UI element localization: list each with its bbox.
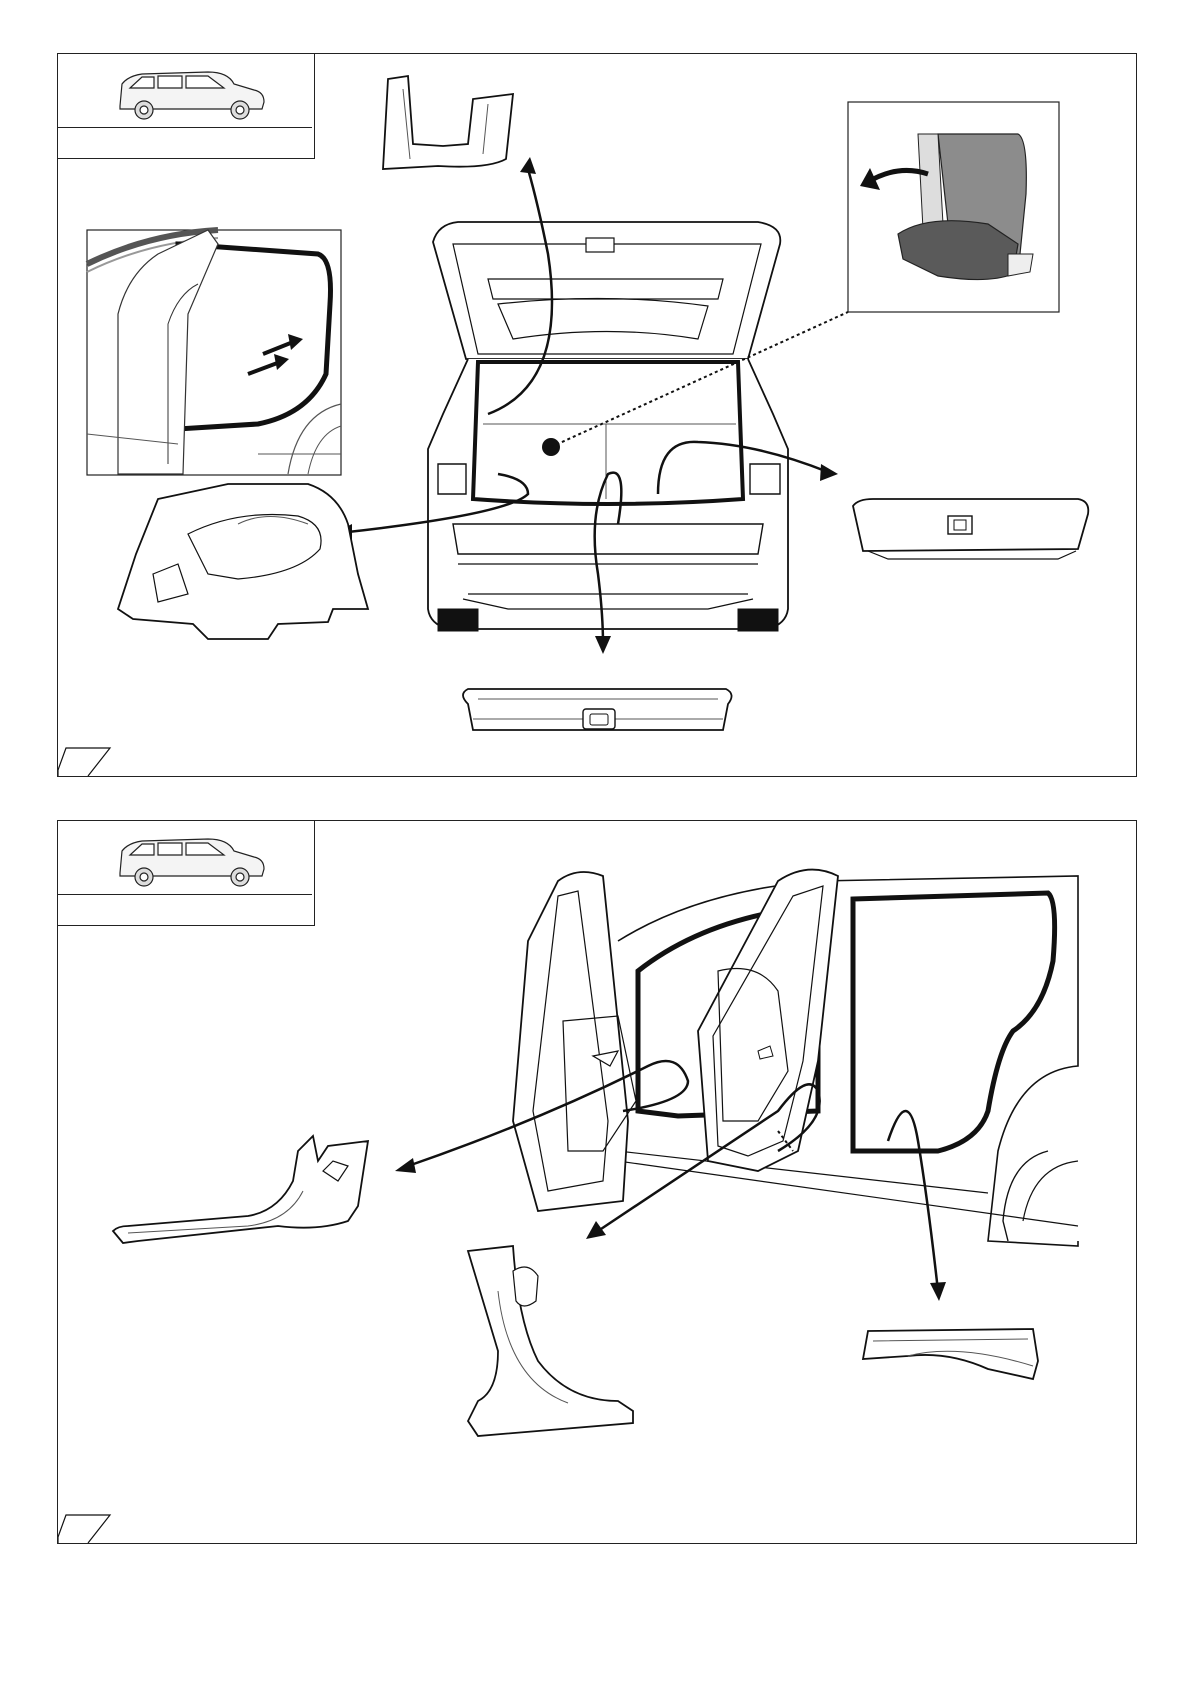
door-trim-illustration bbox=[58, 821, 1136, 1543]
rear-sill-trim-part bbox=[863, 1329, 1038, 1379]
rear-seat-fold-inset bbox=[848, 102, 1059, 312]
step-panel-2 bbox=[57, 820, 1137, 1544]
step-panel-1 bbox=[57, 53, 1137, 777]
b-pillar-trim-part bbox=[468, 1246, 633, 1436]
vehicle-side-open-doors bbox=[513, 870, 1078, 1246]
rear-scuff-plate-part bbox=[463, 689, 732, 730]
quarter-trim-panel-part bbox=[118, 484, 368, 639]
rear-vehicle-view bbox=[428, 222, 788, 631]
page-corner-marker bbox=[58, 746, 118, 776]
trunk-trim-illustration bbox=[58, 54, 1136, 776]
front-sill-trim-part bbox=[113, 1136, 368, 1243]
page-corner-marker bbox=[58, 1513, 118, 1543]
rear-sill-cover-part bbox=[853, 499, 1088, 559]
door-seal-inset bbox=[87, 230, 341, 475]
upper-trim-part bbox=[383, 76, 513, 169]
